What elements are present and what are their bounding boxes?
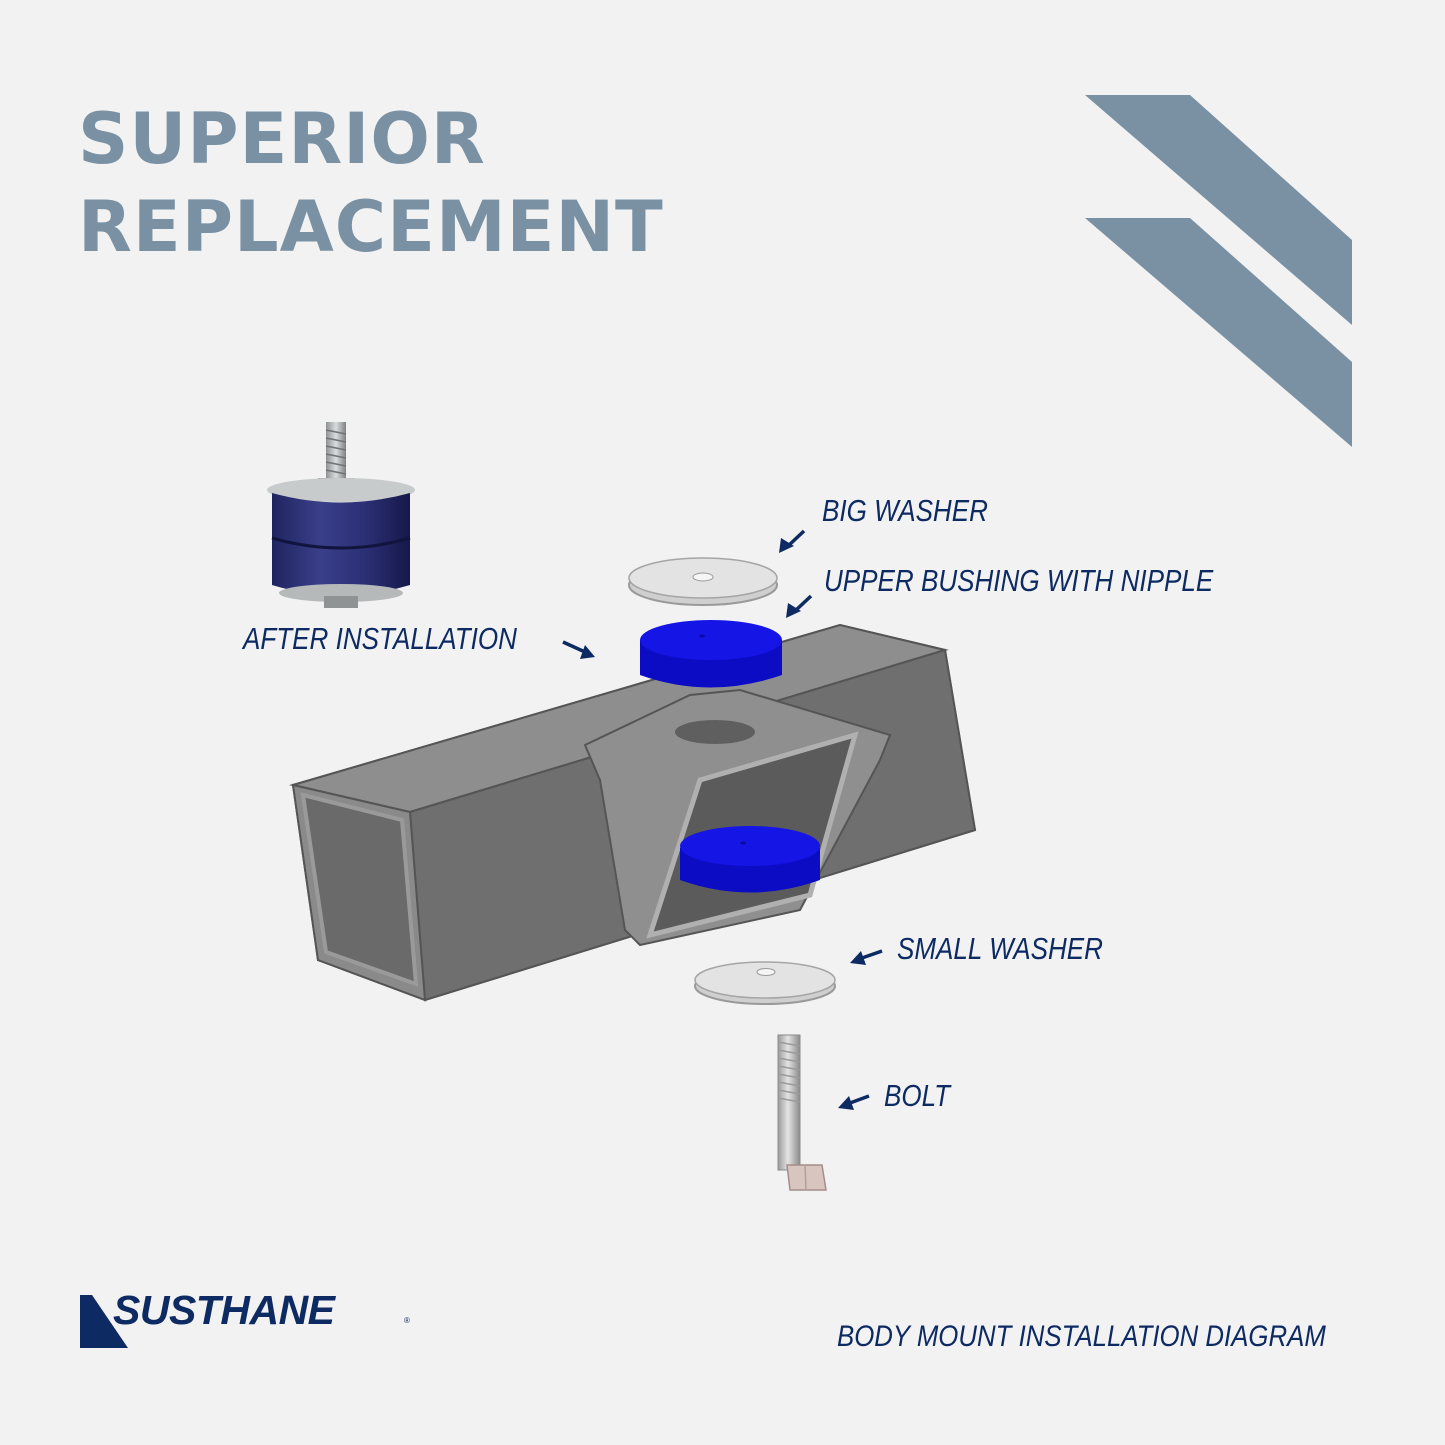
headline-line-2: REPLACEMENT [78,186,664,268]
installed-mount-image [267,422,415,608]
susthane-logo-icon [80,1295,128,1348]
lower-bushing [680,826,820,893]
callout-arrows [562,529,883,1110]
headline-line-1: SUPERIOR [78,98,486,180]
registered-mark: ® [404,1316,410,1325]
upper-bushing [640,620,782,688]
brand-name: SUSTHANE [113,1287,335,1333]
arrow-small-washer-icon [850,949,883,965]
label-upper-bushing: UPPER BUSHING WITH NIPPLE [824,563,1214,598]
label-small-washer: SMALL WASHER [897,931,1103,966]
decorative-stripes [1085,95,1352,447]
arrow-big-washer-icon [779,529,806,553]
small-washer [694,961,836,1005]
label-after-installation: AFTER INSTALLATION [243,621,517,656]
label-bolt: BOLT [884,1078,951,1113]
label-big-washer: BIG WASHER [822,493,988,528]
arrow-after-installation-icon [562,640,595,659]
diagram-caption: BODY MOUNT INSTALLATION DIAGRAM [837,1320,1326,1353]
big-washer [628,557,778,606]
bolt [777,1034,827,1191]
arrow-upper-bushing-icon [786,594,813,618]
arrow-bolt-icon [838,1094,870,1110]
frame-rail [289,623,977,1002]
